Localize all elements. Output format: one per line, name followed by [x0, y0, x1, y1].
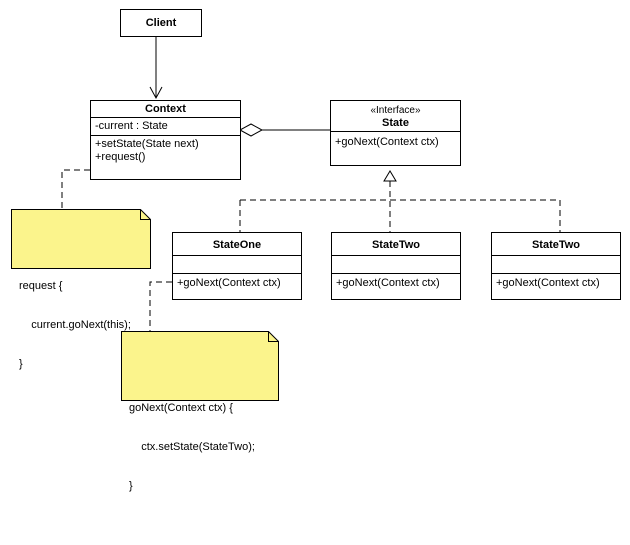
class-client: Client	[120, 9, 202, 37]
note-line: request {	[19, 280, 63, 292]
note-line: }	[129, 480, 133, 492]
attributes	[492, 255, 620, 273]
class-name: Context	[145, 103, 186, 115]
realization-triangle	[383, 170, 397, 182]
note-anchor-line	[149, 281, 172, 332]
attribute: -current : State	[91, 117, 240, 135]
note-gonext: goNext(Context ctx) { ctx.setState(State…	[121, 331, 279, 492]
note-line: }	[19, 358, 23, 370]
class-name: State	[382, 117, 409, 129]
attributes	[173, 255, 301, 273]
attributes	[332, 255, 460, 273]
method: +request()	[95, 151, 146, 163]
uml-class-diagram: Client Context -current : State +setStat…	[11, 9, 621, 492]
class-context: Context -current : State +setState(State…	[90, 100, 241, 180]
note-line: current.goNext(this);	[19, 319, 131, 331]
class-state-two: StateTwo +goNext(Context ctx)	[331, 232, 461, 300]
method: +setState(State next)	[95, 138, 199, 150]
class-name: Client	[145, 17, 177, 29]
note-anchor-line	[61, 169, 90, 210]
class-state-one: StateOne +goNext(Context ctx)	[172, 232, 302, 300]
interface-state: «Interface» State +goNext(Context ctx)	[330, 100, 461, 166]
method: +goNext(Context ctx)	[173, 273, 301, 292]
class-name: StateTwo	[371, 239, 421, 251]
method: +goNext(Context ctx)	[492, 273, 620, 292]
arrowhead	[149, 86, 163, 100]
method: +goNext(Context ctx)	[331, 131, 460, 151]
aggregation-diamond	[238, 123, 264, 137]
methods: +setState(State next) +request()	[91, 135, 240, 166]
note-shape	[121, 331, 279, 401]
note-request: request { current.goNext(this); }	[11, 209, 151, 370]
class-state-two: StateTwo +goNext(Context ctx)	[491, 232, 621, 300]
note-line: goNext(Context ctx) {	[129, 402, 233, 414]
stereotype: «Interface»	[370, 105, 421, 116]
connectors	[61, 36, 561, 332]
class-name: StateTwo	[531, 239, 581, 251]
method: +goNext(Context ctx)	[332, 273, 460, 292]
class-name: StateOne	[212, 239, 262, 251]
note-text: request { current.goNext(this); }	[19, 254, 143, 397]
note-line: ctx.setState(StateTwo);	[129, 441, 255, 453]
note-text: goNext(Context ctx) { ctx.setState(State…	[129, 376, 271, 519]
note-shape	[11, 209, 151, 269]
